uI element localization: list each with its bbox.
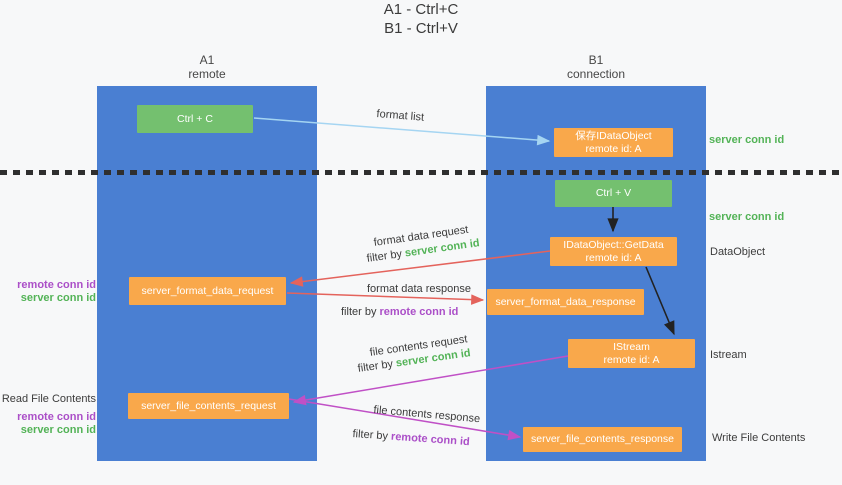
diagram-title: A1 - Ctrl+C B1 - Ctrl+V	[0, 0, 842, 38]
istream-line2: remote id: A	[603, 353, 660, 366]
title-line-1: A1 - Ctrl+C	[383, 1, 459, 18]
remote-conn-id-annotation-2: remote conn id	[17, 411, 96, 423]
server-conn-id-annotation-top: server conn id	[709, 134, 785, 146]
save-idataobject-line1: 保存IDataObject	[575, 129, 652, 142]
server-conn-id-annotation-1: server conn id	[20, 292, 96, 304]
istream-node: IStream remote id: A	[568, 339, 695, 368]
save-idataobject-node: 保存IDataObject remote id: A	[554, 128, 673, 157]
filter-by-remote-conn-id-label-2: filter by remote conn id	[352, 428, 470, 449]
file-request-label: server_file_contents_request	[141, 399, 276, 412]
lifeline-b1-header: B1 connection	[486, 53, 706, 81]
server-conn-id-annotation-2: server conn id	[20, 424, 96, 436]
lifeline-a1-name: A1	[199, 53, 215, 67]
remote-conn-id-annotation-1: remote conn id	[17, 279, 96, 291]
istream-annotation: Istream	[710, 349, 747, 361]
lifeline-b1-name: B1	[588, 53, 604, 67]
read-file-contents-annotation: Read File Contents	[1, 393, 96, 405]
save-idataobject-line2: remote id: A	[585, 142, 642, 155]
server-format-data-response-node: server_format_data_response	[487, 289, 644, 315]
remote-conn-id-filter-value: remote conn id	[379, 306, 459, 318]
title-line-2: B1 - Ctrl+V	[384, 20, 458, 37]
ctrl-v-label: Ctrl + V	[595, 187, 632, 199]
server-conn-id-annotation-mid: server conn id	[709, 211, 785, 223]
server-file-contents-request-node: server_file_contents_request	[128, 393, 289, 419]
server-format-data-request-node: server_format_data_request	[129, 277, 286, 305]
lifeline-a1-header: A1 remote	[97, 53, 317, 81]
write-file-contents-annotation: Write File Contents	[712, 432, 806, 444]
ctrl-v-node: Ctrl + V	[555, 180, 672, 207]
filter-by-text: filter by	[341, 306, 377, 318]
filter-by-remote-conn-id-label-1: filter by remote conn id	[341, 306, 458, 319]
format-list-arrow-label: format list	[376, 108, 425, 124]
ctrl-c-node: Ctrl + C	[137, 105, 253, 133]
istream-line1: IStream	[613, 340, 650, 353]
file-response-label: server_file_contents_response	[530, 433, 674, 445]
filter-by-text: filter by	[366, 248, 403, 265]
format-data-response-arrow-label: format data response	[367, 283, 471, 295]
lifeline-b1-subtitle: connection	[566, 67, 626, 81]
phase-separator-dotted-line	[0, 170, 842, 175]
server-file-contents-response-node: server_file_contents_response	[523, 427, 682, 452]
getdata-line1: IDataObject::GetData	[563, 238, 664, 251]
dataobject-annotation: DataObject	[710, 246, 766, 258]
idataobject-getdata-node: IDataObject::GetData remote id: A	[550, 237, 677, 266]
ctrl-c-label: Ctrl + C	[177, 112, 213, 125]
lifeline-a1-subtitle: remote	[188, 67, 226, 81]
file-contents-response-arrow-label: file contents response	[372, 404, 481, 426]
format-response-label: server_format_data_response	[495, 295, 636, 308]
remote-conn-id-filter-value: remote conn id	[390, 430, 471, 449]
getdata-line2: remote id: A	[585, 251, 642, 264]
format-request-label: server_format_data_request	[141, 284, 274, 297]
filter-by-text: filter by	[352, 428, 389, 443]
filter-by-text: filter by	[357, 358, 394, 375]
